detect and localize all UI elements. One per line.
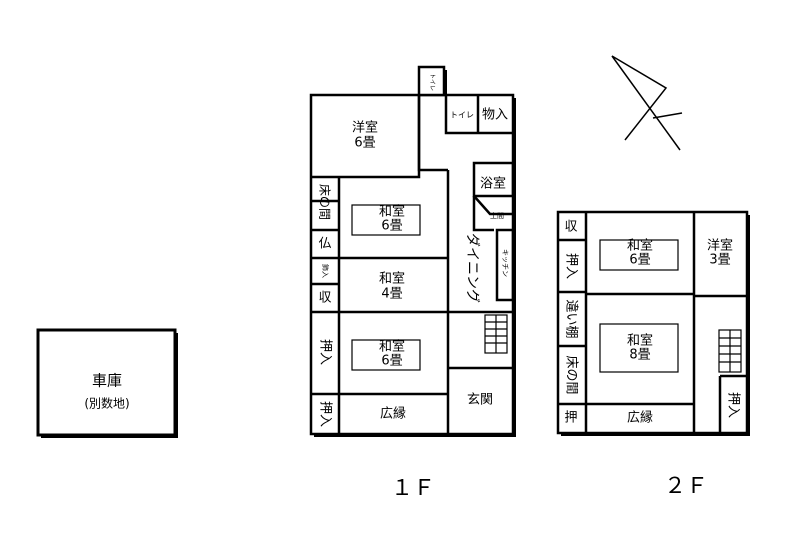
room-washitsu-6b-size: 6畳 — [381, 354, 402, 369]
garage-title: 車庫 — [92, 372, 122, 390]
room-oshiire-2: 押入 — [318, 401, 333, 427]
room2-washitsu-6-size: 6畳 — [629, 253, 650, 268]
room-washitsu-4-name: 和室 — [379, 271, 405, 287]
room-monoire: 物入 — [482, 108, 508, 123]
room-kazari: 飾入 — [321, 264, 330, 278]
north-arrow-icon — [611, 55, 683, 151]
room-youshitsu-6-size: 6畳 — [354, 136, 375, 151]
room2-youshitsu-3-size: 3畳 — [709, 253, 730, 268]
room-genkan: 玄関 — [467, 393, 493, 408]
room-tokonoma: 床の間 — [318, 184, 332, 220]
garage-subtitle: (別数地) — [84, 396, 129, 411]
room2-tokonoma: 床の間 — [564, 355, 579, 394]
room2-chigaidana: 違い棚 — [564, 299, 579, 338]
room2-washitsu-8-size: 8畳 — [629, 348, 650, 363]
room-yokushitsu: 浴室 — [480, 176, 506, 192]
floor-2-label: ２Ｆ — [664, 474, 708, 499]
room-shuu: 収 — [318, 291, 331, 306]
room-hiroen: 広縁 — [380, 406, 406, 422]
room2-oshiire: 押入 — [564, 253, 579, 279]
room2-washitsu-6-name: 和室 — [627, 238, 653, 254]
room-washitsu-4-size: 4畳 — [381, 287, 402, 302]
floor-1-label: １Ｆ — [391, 476, 435, 501]
room-kitchen: キッチン — [501, 249, 509, 277]
room2-youshitsu-3-name: 洋室 — [707, 238, 733, 254]
room2-shuu: 収 — [564, 220, 577, 235]
room-dining: ダイニング — [464, 233, 480, 303]
stairs-1f — [484, 314, 508, 354]
room2-oshi: 押 — [564, 411, 577, 426]
room2-hiroen: 広縁 — [627, 410, 653, 426]
floor-2-plan: 収 押入 違い棚 床の間 押 和室 6畳 和室 8畳 洋室 3畳 広縁 押入 — [556, 210, 750, 436]
room-butsu: 仏 — [318, 237, 331, 252]
room-washitsu-6b-name: 和室 — [379, 339, 405, 355]
room2-oshiire-right: 押入 — [726, 392, 741, 418]
room-washitsu-6a-name: 和室 — [379, 204, 405, 220]
room-washitsu-6a-size: 6畳 — [381, 219, 402, 234]
room-toilet-small: トイレ — [429, 73, 436, 91]
room-youshitsu-6-name: 洋室 — [352, 120, 378, 136]
room-oshiire-1: 押入 — [318, 339, 333, 365]
room-doma: 土間 — [490, 211, 504, 220]
floor-1-plan: 洋室 6畳 トイレ トイレ 物入 浴室 土間 キッチン ダイニング 床の間 仏 … — [309, 65, 516, 437]
stairs-2f — [718, 329, 742, 373]
room-toilet: トイレ — [450, 111, 474, 120]
garage: 車庫 (別数地) — [36, 328, 178, 438]
room2-washitsu-8-name: 和室 — [627, 333, 653, 349]
